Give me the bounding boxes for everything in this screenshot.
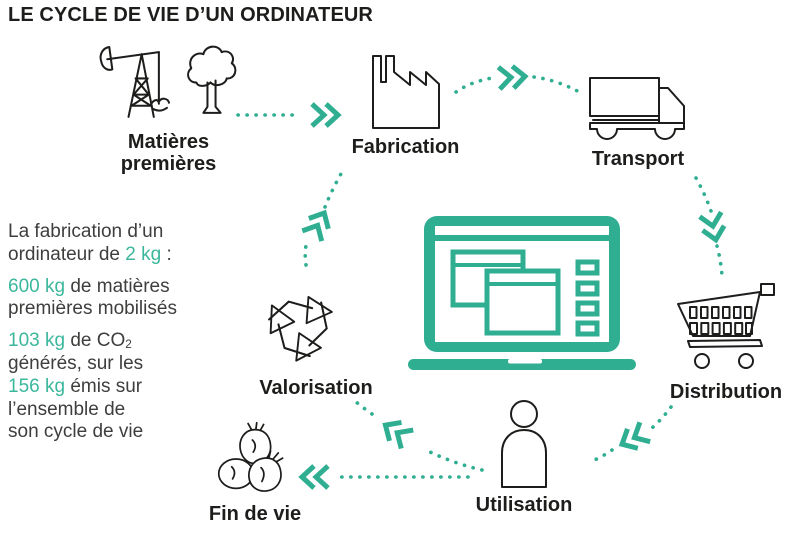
stage-valorisation: Valorisation (241, 281, 391, 400)
truck-icon (589, 77, 685, 140)
factory-icon (371, 55, 440, 129)
stage-distribution: Distribution (650, 283, 802, 404)
recycling-icon (257, 296, 342, 370)
oil-pump-and-tree-icon (99, 45, 236, 118)
stage-label: Matières premières (120, 131, 217, 175)
stage-label: Fabrication (351, 136, 460, 158)
shopping-cart-icon (677, 283, 775, 369)
stage-transport: Transport (563, 76, 713, 171)
stage-label: Utilisation (475, 494, 573, 516)
person-icon (501, 400, 547, 488)
stage-label: Distribution (669, 381, 783, 403)
fact-text: La fabrication d’un ordinateur de 2 kg :… (8, 221, 177, 443)
laptop-icon (408, 216, 636, 370)
stage-label: Transport (591, 148, 685, 170)
stage-fabrication: Fabrication (328, 52, 483, 159)
stage-label: Valorisation (259, 377, 373, 399)
trash-bags-icon (217, 421, 284, 492)
stage-utilisation: Utilisation (448, 400, 600, 517)
stage-matieres-premieres: Matières premières (86, 42, 251, 175)
page-title: LE CYCLE DE VIE D’UN ORDINATEUR (8, 4, 373, 26)
stage-label: Fin de vie (208, 503, 302, 525)
stage-fin-de-vie: Fin de vie (180, 421, 330, 526)
